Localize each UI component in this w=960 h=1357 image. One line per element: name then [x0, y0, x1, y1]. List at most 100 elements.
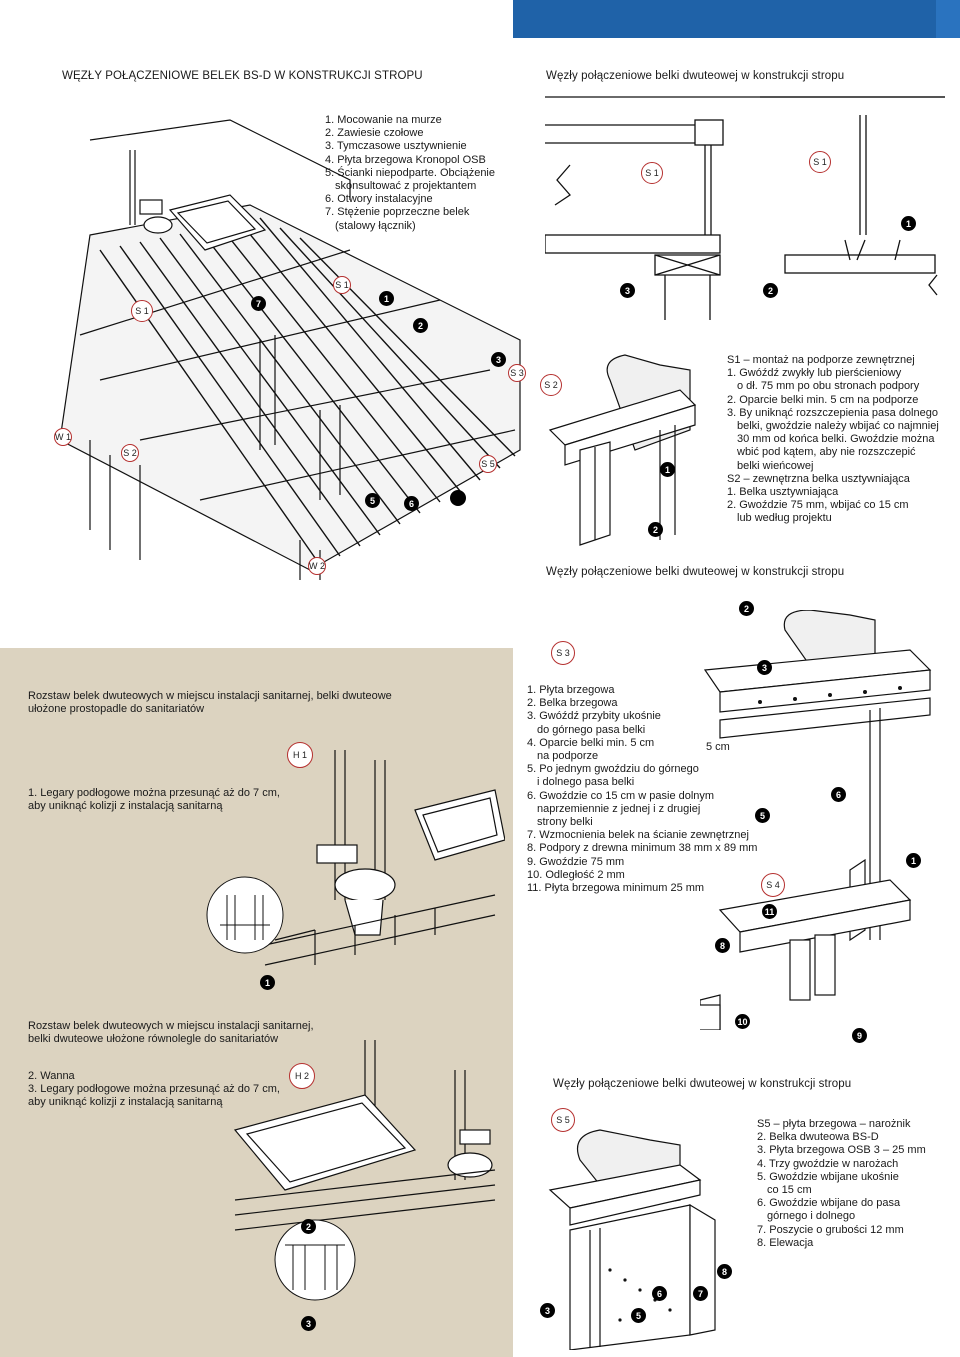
main-legend-item: 7. Stężenie poprzeczne belek [325, 206, 470, 219]
s5-legend-item: 6. Gwoździe wbijane do pasa [757, 1197, 901, 1210]
marker-s2-1: 1 [660, 462, 675, 477]
s3-legend-item: 8. Podpory z drewna minimum 38 mm x 89 m… [527, 842, 758, 855]
marker-s5-7: 7 [693, 1286, 708, 1301]
sanitary-panel [0, 648, 513, 1357]
tag-s1-left: S 1 [641, 162, 663, 184]
top-bar [0, 0, 960, 38]
tag-s2-left: S 2 [121, 444, 139, 462]
tag-w2: W 2 [308, 557, 326, 575]
s3-legend-item: 10. Odległość 2 mm [527, 868, 625, 881]
s1s2-legend-item: lub według projektu [737, 512, 832, 525]
main-legend-item: 2. Zawiesie czołowe [325, 127, 424, 140]
top-bar-accent-dark [936, 0, 960, 38]
marker-s3-3: 3 [757, 660, 772, 675]
s3-legend-item: 11. Płyta brzegowa minimum 25 mm [527, 882, 705, 895]
s1s2-legend-item: 1. Belka usztywniająca [727, 486, 839, 499]
s2-detail-drawing [548, 354, 697, 546]
tag-text: S 4 [766, 880, 780, 890]
s1s2-legend-item: 2. Oparcie belki min. 5 cm na podporze [727, 393, 919, 406]
tag-s15: S 1 [131, 300, 153, 322]
marker-s1-2: 2 [763, 283, 778, 298]
tag-text: S 1 [645, 168, 659, 178]
s5-legend-item: 5. Gwoździe wbijane ukośnie [757, 1170, 899, 1183]
s1s2-legend-item: S2 – zewnętrzna belka usztywniająca [727, 472, 910, 485]
dim-5cm: 5 cm [706, 741, 730, 753]
marker-s3-5: 5 [755, 808, 770, 823]
marker-5: 5 [365, 493, 380, 508]
s1s2-legend-item: 30 mm od końca belki. Gwoździe można [737, 433, 935, 446]
h2-note-1: 2. Wanna [28, 1070, 75, 1082]
tag-s3: S 3 [551, 641, 575, 665]
tag-text: S 2 [123, 448, 137, 458]
marker-s3-8: 8 [715, 938, 730, 953]
tag-text: S 1 [813, 157, 827, 167]
section-title-s1: Węzły połączeniowe belki dwuteowej w kon… [546, 70, 845, 82]
s3-legend-item: 2. Belka brzegowa [527, 697, 618, 710]
main-legend-item: (stalowy łącznik) [335, 219, 416, 232]
tag-h1: H 1 [287, 742, 313, 768]
marker-s1-3: 3 [620, 283, 635, 298]
tag-text: H 2 [294, 1071, 309, 1081]
marker-2: 2 [413, 318, 428, 333]
s1s2-legend-item: S1 – montaż na podporze zewnętrznej [727, 354, 915, 366]
tag-s5-right: S 5 [479, 455, 497, 473]
s5-legend-item: S5 – płyta brzegowa – narożnik [757, 1118, 911, 1130]
marker-1: 1 [379, 291, 394, 306]
s5-legend-item: górnego i dolnego [767, 1210, 856, 1223]
tag-s1-right: S 1 [809, 151, 831, 173]
s3-legend-item: naprzemiennie z jednej i z drugiej [537, 802, 701, 815]
s3-legend-item: do górnego pasa belki [537, 723, 646, 736]
marker-s3-9: 9 [852, 1028, 867, 1043]
top-bar-accent [513, 0, 960, 38]
marker-h1-1: 1 [260, 975, 275, 990]
tag-text: W 2 [309, 561, 326, 571]
tag-s5: S 5 [551, 1108, 575, 1132]
s3-legend-item: 4. Oparcie belki min. 5 cm [527, 736, 655, 749]
h1-note: 1. Legary podłogowe można przesunąć aż d… [28, 787, 280, 812]
s3-detail-drawing [700, 610, 932, 1030]
main-legend-item: 6. Otwory instalacyjne [325, 193, 433, 206]
s1s2-legend-item: wbić pod kątem, aby nie rozszczepić [737, 446, 916, 459]
s5-legend-item: co 15 cm [767, 1184, 812, 1197]
tag-text: S 3 [510, 368, 524, 378]
s3-legend-item: i dolnego pasa belki [537, 776, 635, 789]
s5-legend-item: 8. Elewacja [757, 1236, 814, 1249]
s1s2-legend-item: 2. Gwoździe 75 mm, wbijać co 15 cm [727, 499, 909, 512]
s5-legend-item: 2. Belka dwuteowa BS-D [757, 1131, 879, 1144]
tag-w1: W 1 [54, 428, 72, 446]
s3-legend-item: 1. Płyta brzegowa [527, 684, 615, 696]
marker-s3-2: 2 [739, 601, 754, 616]
tag-text: S 1 [335, 280, 349, 290]
tag-text: S 3 [556, 648, 570, 658]
h2-title: Rozstaw belek dwuteowych w miejscu insta… [28, 1020, 314, 1045]
marker-s2-2: 2 [648, 522, 663, 537]
main-legend-item: skonsultować z projektantem [335, 180, 477, 193]
marker-s3-10: 10 [735, 1014, 750, 1029]
s3-legend-item: 6. Gwoździe co 15 cm w pasie dolnym [527, 789, 715, 802]
tag-s1-top: S 1 [333, 276, 351, 294]
marker-h2-3: 3 [301, 1316, 316, 1331]
floor-structure-drawing [59, 119, 521, 580]
marker-s3-6: 6 [831, 787, 846, 802]
tag-text: H 1 [292, 750, 307, 760]
section-title-s3: Węzły połączeniowe belki dwuteowej w kon… [546, 566, 845, 578]
h1-drawing [206, 750, 505, 966]
s5-legend: S5 – płyta brzegowa – narożnik 2. Belka … [757, 1118, 926, 1250]
tag-text: S 2 [544, 380, 558, 390]
s1s2-legend-item: belki, gwoździe należy wbijać co najmnie… [737, 420, 939, 433]
s5-legend-item: 3. Płyta brzegowa OSB 3 – 25 mm [757, 1144, 926, 1157]
tag-text: S 5 [556, 1115, 570, 1125]
s3-legend: 1. Płyta brzegowa 2. Belka brzegowa 3. G… [527, 684, 757, 895]
s5-legend-item: 4. Trzy gwoździe w narożach [757, 1157, 899, 1170]
tag-s4: S 4 [761, 873, 785, 897]
s3-legend-item: 3. Gwóźdź przybity ukośnie [527, 710, 661, 723]
section-title-s5: Węzły połączeniowe belki dwuteowej w kon… [553, 1078, 852, 1090]
tag-h2: H 2 [289, 1063, 315, 1089]
marker-s1-1: 1 [901, 216, 916, 231]
s3-legend-item: 5. Po jednym gwoździu do górnego [527, 763, 699, 776]
tag-text: S 5 [481, 459, 495, 469]
s3-legend-item: 9. Gwoździe 75 mm [527, 855, 625, 868]
tag-text: W 1 [55, 432, 72, 442]
s3-legend-item: 7. Wzmocnienia belek na ścianie zewnętrz… [527, 829, 749, 842]
main-legend: 1. Mocowanie na murze 2. Zawiesie czołow… [325, 114, 495, 233]
